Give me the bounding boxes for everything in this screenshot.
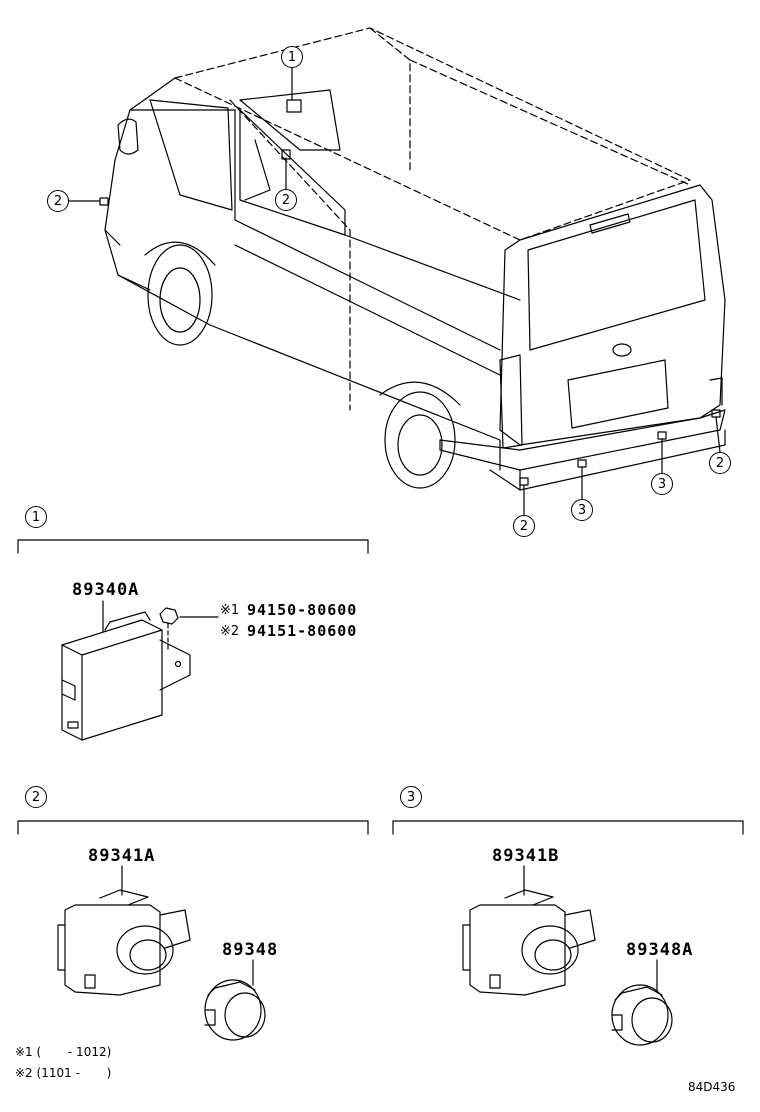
- section-3-bracket: [392, 820, 744, 835]
- footnote-1: ※1 ( - 1012): [15, 1045, 111, 1059]
- section-2-label[interactable]: 2: [25, 786, 47, 808]
- van-callout-2-rear-right[interactable]: 2: [709, 452, 731, 474]
- section-2-bracket: [17, 820, 369, 835]
- footnote-1-mark: ※1: [15, 1045, 33, 1059]
- van-callout-2-front[interactable]: 2: [47, 190, 69, 212]
- drawing-code: 84D436: [688, 1080, 736, 1094]
- van-callout-1[interactable]: 1: [281, 46, 303, 68]
- footnote-2-mark: ※2: [15, 1066, 33, 1080]
- part-number-ecu[interactable]: 89340A: [72, 580, 140, 600]
- fastener-mark-1: ※1: [220, 603, 240, 618]
- part-number-ring-b[interactable]: 89348A: [626, 940, 694, 960]
- bolt-drawing: [159, 607, 179, 651]
- ecu-module-drawing: [61, 611, 191, 741]
- footnote-2: ※2 (1101 - ): [15, 1066, 111, 1080]
- van-callout-3-rear-right[interactable]: 3: [651, 473, 673, 495]
- part-number-sensor-b[interactable]: 89341B: [492, 846, 560, 866]
- van-illustration: [99, 27, 726, 491]
- fastener-mark-2: ※2: [220, 624, 240, 639]
- van-leader-lines: [68, 67, 721, 516]
- section-3-label[interactable]: 3: [400, 786, 422, 808]
- van-callout-3-rear-center[interactable]: 3: [571, 499, 593, 521]
- footnote-1-range: ( - 1012): [36, 1045, 112, 1059]
- sensor-a-drawing: [57, 889, 191, 996]
- ring-b-drawing: [611, 984, 673, 1046]
- part-number-bolt-2[interactable]: 94151-80600: [247, 622, 358, 640]
- van-callout-2-interior[interactable]: 2: [275, 189, 297, 211]
- part-number-bolt-1[interactable]: 94150-80600: [247, 601, 358, 619]
- van-callout-2-rear-left[interactable]: 2: [513, 515, 535, 537]
- ring-a-drawing: [204, 979, 266, 1041]
- section-1-label[interactable]: 1: [25, 506, 47, 528]
- part-number-ring-a[interactable]: 89348: [222, 940, 279, 960]
- footnote-2-range: (1101 - ): [36, 1066, 112, 1080]
- sensor-b-drawing: [462, 889, 596, 996]
- section-1-bracket: [17, 539, 369, 554]
- part-number-sensor-a[interactable]: 89341A: [88, 846, 156, 866]
